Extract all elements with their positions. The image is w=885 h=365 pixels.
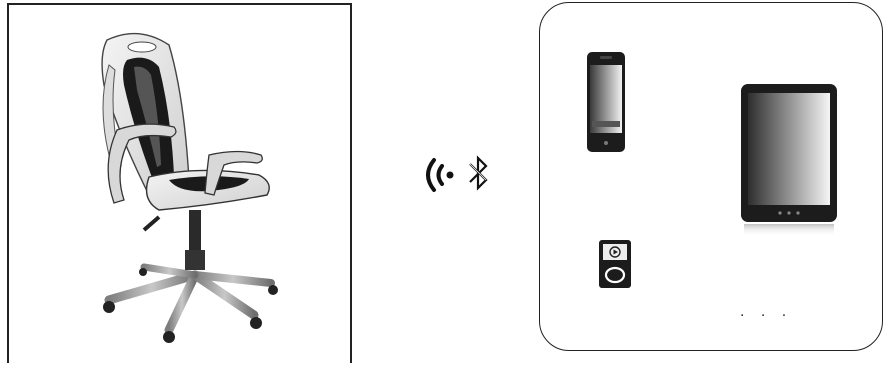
tablet-icon [740, 83, 840, 243]
more-devices-ellipsis: . . . [740, 303, 792, 321]
smartphone-icon [586, 51, 626, 155]
connectivity-icons [420, 150, 500, 200]
bluetooth-icon [470, 158, 486, 188]
compatible-devices-panel: . . . [539, 2, 883, 351]
gaming-chair-illustration [9, 5, 354, 365]
chair-image-frame [7, 3, 352, 363]
wireless-signal-icon [428, 160, 454, 190]
media-player-icon [598, 239, 632, 289]
